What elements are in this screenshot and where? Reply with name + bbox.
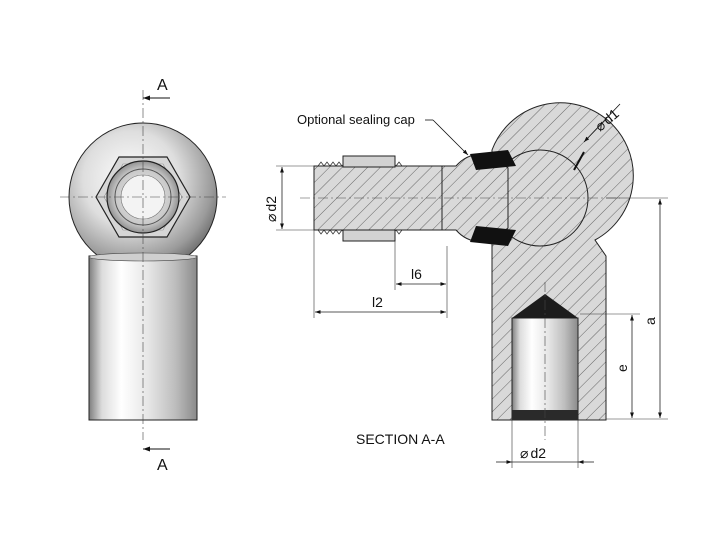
sealing-cap-callout: Optional sealing cap: [297, 112, 415, 127]
section-title: SECTION A-A: [356, 431, 445, 447]
dim-l6-label: l6: [411, 266, 422, 282]
section-marker-bottom: A: [157, 457, 168, 474]
thread-tooth: [335, 229, 343, 235]
thread-tooth: [335, 161, 343, 167]
thread-tooth: [329, 229, 337, 235]
thread-tooth: [329, 161, 337, 167]
dim-e-label: e: [614, 364, 630, 372]
sealing-cap-bottom: [470, 226, 516, 246]
thread-tooth: [323, 161, 331, 167]
dim-a-label: a: [642, 317, 658, 325]
section-marker-top: A: [157, 77, 168, 94]
stud-neck: [439, 153, 509, 243]
thread-tooth: [317, 161, 325, 167]
thread-tooth: [323, 229, 331, 235]
sealing-cap-top: [470, 150, 516, 170]
front-view: A A: [60, 77, 226, 474]
thread-tooth: [395, 161, 403, 167]
dim-d2-left-label: ⌀d2: [263, 196, 279, 222]
thread-tooth: [317, 229, 325, 235]
stud-nut-top: [342, 155, 396, 168]
stud-nut-bottom: [342, 229, 396, 242]
section-view: Optional sealing cap ⌀d1 ⌀d2 l6 l2 e: [263, 102, 668, 468]
thread-tooth: [395, 229, 403, 235]
dim-l2-label: l2: [372, 294, 383, 310]
dim-d2-bottom-label: ⌀d2: [520, 445, 546, 461]
